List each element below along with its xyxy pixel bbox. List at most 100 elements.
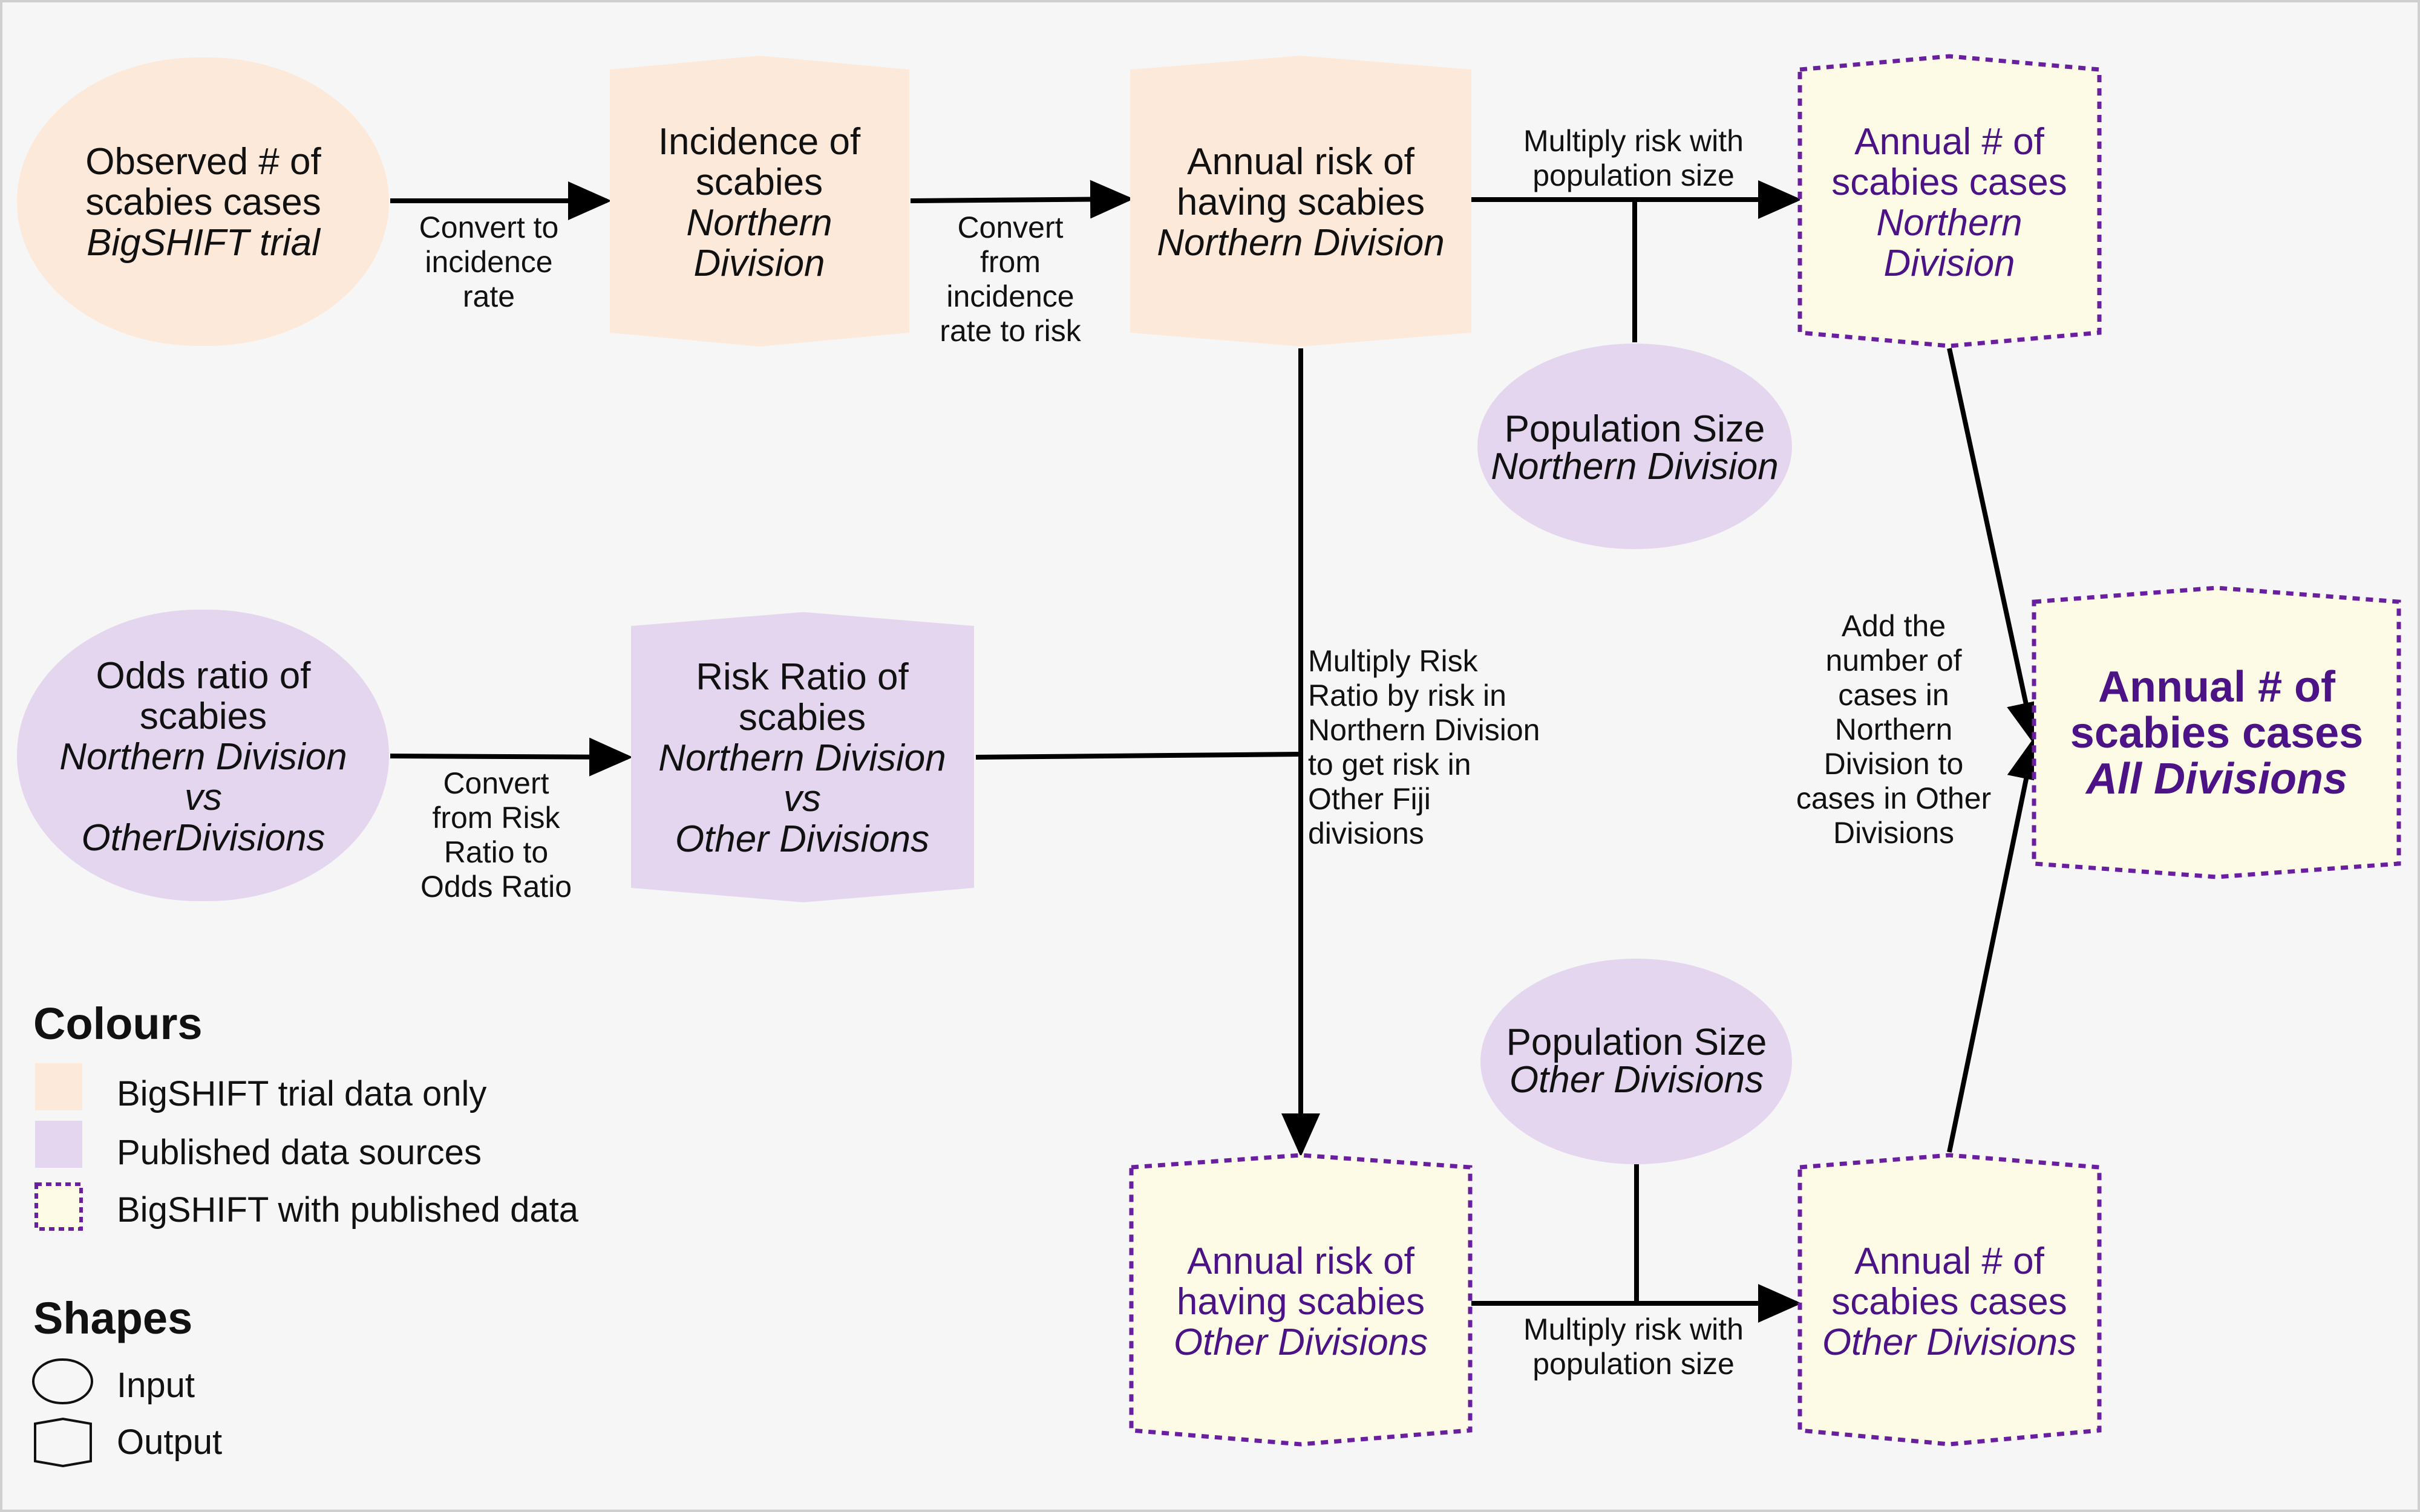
risk-northern-line2: having scabies [1177,181,1425,223]
incidence-northern-line4: Division [693,243,825,284]
legend-input-shape-icon [32,1358,93,1404]
multiply-northern-line2: population size [1532,158,1735,192]
legend-swatch-combined [34,1182,83,1231]
multiply-other-line2: population size [1532,1347,1735,1381]
node-odds-ratio: Odds ratio of scabies Northern Division … [17,610,389,901]
legend-colour-item-combined: BigSHIFT with published data [117,1190,579,1230]
cases-northern-shape [1797,54,2102,348]
node-cases-northern: Annual # of scabies cases Northern Divis… [1797,54,2102,348]
edge-risk-ratio-join [975,752,1301,760]
add-cases-line1: Add the [1842,609,1946,643]
add-cases-line4: Northern [1835,712,1953,746]
convert-or-line4: Odds Ratio [420,870,572,904]
edge-label-add-cases: Add the number of cases in Northern Divi… [1796,609,1991,850]
convert-incidence-line3: rate [463,279,515,313]
odds-ratio-line5: OtherDivisions [81,817,325,859]
add-cases-line7: Divisions [1833,816,1954,850]
risk-other-shape [1129,1153,1473,1447]
edge-label-multiply-northern: Multiply risk with population size [1523,124,1744,192]
risk-ratio-line4: vs [783,778,821,820]
risk-northern-line1: Annual risk of [1187,141,1414,183]
edge-label-convert-or: Convert from Risk Ratio to Odds Ratio [420,766,572,904]
incidence-northern-line3: Northern [686,202,832,244]
population-other-shape [1480,959,1792,1164]
node-population-northern: Population Size Northern Division [1477,344,1792,549]
odds-ratio-shape [17,610,389,901]
cases-northern-line4: Division [1883,243,2015,284]
legend-output-shape-icon [34,1417,92,1468]
convert-risk-line2: from [980,245,1041,279]
cases-other-line2: scabies cases [1831,1281,2067,1323]
convert-or-line2: from Risk [432,801,560,835]
risk-ratio-line5: Other Divisions [675,818,929,860]
cases-all-line1: Annual # of [2098,663,2336,711]
risk-northern-shape [1130,56,1471,347]
risk-ratio-line2: scabies [739,697,866,738]
cases-all-shape [2032,585,2401,879]
odds-ratio-line4: vs [185,777,222,818]
odds-ratio-line3: Northern Division [59,736,347,778]
population-northern-line2: Northern Division [1491,446,1779,487]
legend-colours-title: Colours [33,999,203,1049]
observed-cases-line1: Observed # of [85,141,321,183]
cases-northern-line1: Annual # of [1854,121,2044,163]
node-risk-ratio: Risk Ratio of scabies Northern Division … [631,612,974,902]
risk-ratio-line3: Northern Division [658,737,946,779]
add-cases-line5: Division to [1824,747,1964,781]
legend-shapes-title: Shapes [33,1293,192,1343]
multiply-rr-line1: Multiply Risk [1308,644,1479,678]
multiply-rr-line3: Northern Division [1308,713,1540,747]
convert-risk-line3: incidence [946,279,1074,313]
edge-odds-to-risk-ratio [390,737,633,777]
edge-label-multiply-other: Multiply risk with population size [1523,1312,1744,1381]
population-northern-line1: Population Size [1505,408,1765,450]
legend-colour-item-trial: BigSHIFT trial data only [117,1074,486,1113]
population-other-line2: Other Divisions [1509,1059,1764,1101]
legend-swatch-published [35,1121,82,1168]
population-northern-shape [1477,344,1792,549]
convert-or-line1: Convert [443,766,549,800]
population-other-line1: Population Size [1506,1022,1767,1063]
node-observed-cases: Observed # of scabies cases BigSHIFT tri… [17,57,389,346]
node-risk-other: Annual risk of having scabies Other Divi… [1129,1153,1473,1447]
legend-swatch-trial [35,1063,82,1110]
edge-label-convert-risk: Convert from incidence rate to risk [940,210,1081,348]
observed-cases-line3: BigSHIFT trial [87,222,321,264]
edges [390,180,2046,1323]
risk-other-line2: having scabies [1177,1281,1425,1323]
multiply-rr-line5: Other Fiji [1308,782,1431,816]
observed-cases-shape [17,57,389,346]
incidence-northern-line2: scabies [696,161,823,203]
legend-shape-item-input: Input [117,1366,195,1405]
add-cases-line2: number of [1825,644,1961,677]
multiply-rr-line6: divisions [1308,816,1424,850]
edge-cases-other-to-all [1947,736,2046,1153]
odds-ratio-line2: scabies [140,696,267,737]
risk-northern-line3: Northern Division [1157,222,1445,264]
multiply-rr-line4: to get risk in [1308,748,1471,781]
convert-risk-line4: rate to risk [940,314,1081,348]
cases-other-line3: Other Divisions [1822,1321,2076,1363]
edge-cases-northern-to-all [1947,348,2045,746]
risk-other-line1: Annual risk of [1187,1240,1414,1282]
multiply-northern-line1: Multiply risk with [1523,124,1744,158]
cases-other-shape [1797,1153,2102,1447]
edge-incidence-to-risk [910,180,1134,219]
legend-colour-item-published: Published data sources [117,1133,482,1172]
add-cases-line6: cases in Other [1796,781,1991,815]
node-risk-northern: Annual risk of having scabies Northern D… [1130,56,1471,347]
edge-label-multiply-rr: Multiply Risk Ratio by risk in Northern … [1308,644,1540,850]
convert-incidence-line1: Convert to [419,210,559,244]
incidence-northern-line1: Incidence of [658,121,861,163]
node-cases-all: Annual # of scabies cases All Divisions [2032,585,2401,879]
node-incidence-northern: Incidence of scabies Northern Division [610,56,909,347]
convert-incidence-line2: incidence [425,245,552,279]
edge-label-convert-incidence: Convert to incidence rate [419,210,559,313]
risk-other-line3: Other Divisions [1174,1321,1428,1363]
node-population-other: Population Size Other Divisions [1480,959,1792,1164]
risk-ratio-shape [631,612,974,902]
legend: Colours BigSHIFT trial data only Publish… [32,999,579,1468]
odds-ratio-line1: Odds ratio of [96,655,312,697]
